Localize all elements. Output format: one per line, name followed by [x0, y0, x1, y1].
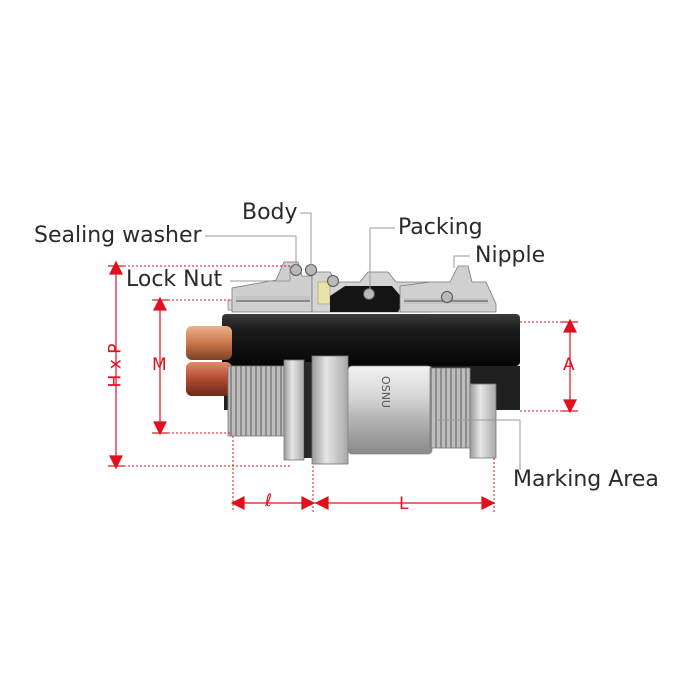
dimension-m: M [152, 355, 167, 375]
yellow-washer [317, 281, 331, 305]
dimension-hxp: H x P [105, 343, 126, 388]
conductor-top [186, 326, 232, 360]
lock-nut-lower [283, 359, 305, 461]
nipple-hex [469, 383, 497, 459]
cutaway-section [227, 261, 497, 426]
dimension-a: A [563, 355, 575, 375]
dimension-ell: ℓ [265, 491, 273, 511]
extension-lines [124, 265, 562, 512]
body-hex [311, 355, 349, 465]
engraving-text: OSNU [379, 376, 392, 408]
nipple-shape [399, 265, 497, 313]
nipple-thread [429, 367, 471, 449]
dimension-l: L [399, 494, 409, 514]
label-lock-nut: Lock Nut [126, 267, 223, 292]
entry-thread [227, 365, 285, 437]
cable [222, 314, 520, 366]
conductor-bottom [186, 362, 232, 396]
label-nipple: Nipple [475, 243, 546, 268]
dimension-lines [108, 260, 578, 510]
leader-lines [205, 212, 521, 470]
label-sealing-washer: Sealing washer [34, 223, 202, 248]
label-body: Body [242, 200, 298, 225]
washer-lower [304, 362, 312, 458]
label-packing: Packing [398, 215, 483, 240]
label-marking-area: Marking Area [513, 467, 659, 492]
